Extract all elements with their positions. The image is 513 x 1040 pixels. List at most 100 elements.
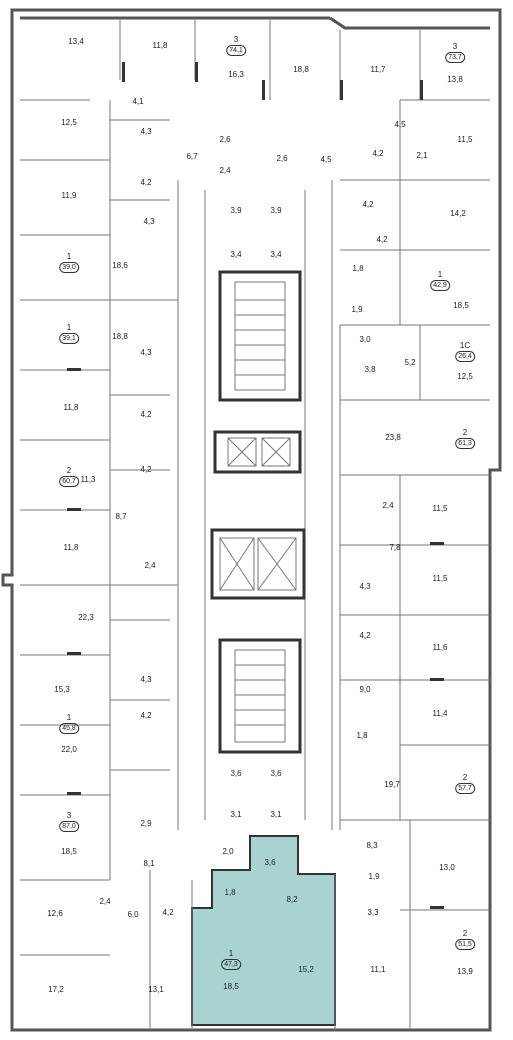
apartment-area: 57,7 (455, 783, 475, 794)
apartment-rooms: 1 (437, 270, 443, 279)
room-area: 1,8 (356, 731, 368, 740)
apartment-area: 39,0 (59, 262, 79, 273)
room-area: 8,7 (115, 512, 127, 521)
room-area: 19,7 (384, 780, 400, 789)
core (210, 270, 306, 754)
room-area: 4,2 (376, 235, 388, 244)
apartment-rooms: 2 (462, 428, 468, 437)
room-area: 4,2 (359, 631, 371, 640)
apartment-area: 47,3 (221, 959, 241, 970)
room-area: 4,2 (162, 908, 174, 917)
room-area: 9,0 (359, 685, 371, 694)
room-area: 2,1 (416, 151, 428, 160)
room-area: 3,0 (359, 335, 371, 344)
room-area: 22,0 (61, 745, 77, 754)
room-area: 12,5 (61, 118, 77, 127)
apartment-rooms: 1 (66, 252, 72, 261)
room-area: 3,9 (230, 206, 242, 215)
room-area: 4,2 (140, 178, 152, 187)
room-area: 7,8 (389, 543, 401, 552)
room-area: 18,5 (61, 847, 77, 856)
room-area: 18,8 (112, 332, 128, 341)
room-area: 4,2 (372, 149, 384, 158)
room-area: 12,5 (457, 372, 473, 381)
apartment-rooms: 2 (462, 773, 468, 782)
room-area: 2,9 (140, 819, 152, 828)
room-area: 2,0 (222, 847, 234, 856)
room-area: 3,9 (270, 206, 282, 215)
apartment-rooms: 1 (66, 323, 72, 332)
room-area: 1,9 (351, 305, 363, 314)
apartment-area: 39,1 (59, 333, 79, 344)
apartment-area: 61,3 (455, 438, 475, 449)
apartment-rooms: 3 (66, 811, 72, 820)
apartment-area: 26,4 (455, 351, 475, 362)
room-area: 11,6 (432, 643, 448, 652)
room-area: 2,6 (276, 154, 288, 163)
room-area: 4,3 (140, 348, 152, 357)
room-area: 14,2 (450, 209, 466, 218)
room-area: 3,6 (264, 858, 276, 867)
room-area: 11,7 (370, 65, 386, 74)
room-area: 23,8 (385, 433, 401, 442)
room-area: 3,6 (230, 769, 242, 778)
apartment-rooms: 3 (452, 42, 458, 51)
room-area: 4,2 (140, 711, 152, 720)
room-area: 8,3 (366, 841, 378, 850)
room-area: 4,3 (140, 127, 152, 136)
apartment-area: 42,9 (430, 280, 450, 291)
room-area: 13,1 (148, 985, 164, 994)
room-area: 15,2 (298, 965, 314, 974)
room-area: 11,5 (432, 574, 448, 583)
room-area: 3,4 (230, 250, 242, 259)
outer-wall (1, 8, 502, 1032)
window-accents (67, 62, 444, 909)
apartment-area: 73,7 (445, 52, 465, 63)
room-area: 5,2 (404, 358, 416, 367)
apartment-rooms: 1 (66, 713, 72, 722)
room-area: 15,3 (54, 685, 70, 694)
room-area: 1,8 (352, 264, 364, 273)
room-area: 11,8 (63, 543, 79, 552)
room-area: 18,5 (453, 301, 469, 310)
room-area: 11,3 (80, 475, 96, 484)
room-area: 11,8 (63, 403, 79, 412)
room-area: 17,2 (48, 985, 64, 994)
room-area: 11,5 (432, 504, 448, 513)
room-area: 1,9 (368, 872, 380, 881)
room-area: 4,3 (143, 217, 155, 226)
room-area: 3,3 (367, 908, 379, 917)
room-area: 12,6 (47, 909, 63, 918)
room-area: 3,4 (270, 250, 282, 259)
room-area: 4,3 (359, 582, 371, 591)
room-area: 2,4 (219, 166, 231, 175)
room-area: 18,6 (112, 261, 128, 270)
room-area: 4,2 (140, 410, 152, 419)
room-area: 11,8 (152, 41, 168, 50)
room-area: 2,4 (382, 501, 394, 510)
room-area: 13,4 (68, 37, 84, 46)
room-area: 4,5 (320, 155, 332, 164)
room-area: 4,2 (140, 465, 152, 474)
apartment-area: 87,0 (59, 821, 79, 832)
apartment-area: 74,1 (226, 45, 246, 56)
apartment-rooms: 1 (228, 949, 234, 958)
room-area: 13,9 (457, 967, 473, 976)
room-area: 4,5 (394, 120, 406, 129)
apartment-rooms: 2 (66, 466, 72, 475)
apartment-area: 51,5 (455, 939, 475, 950)
